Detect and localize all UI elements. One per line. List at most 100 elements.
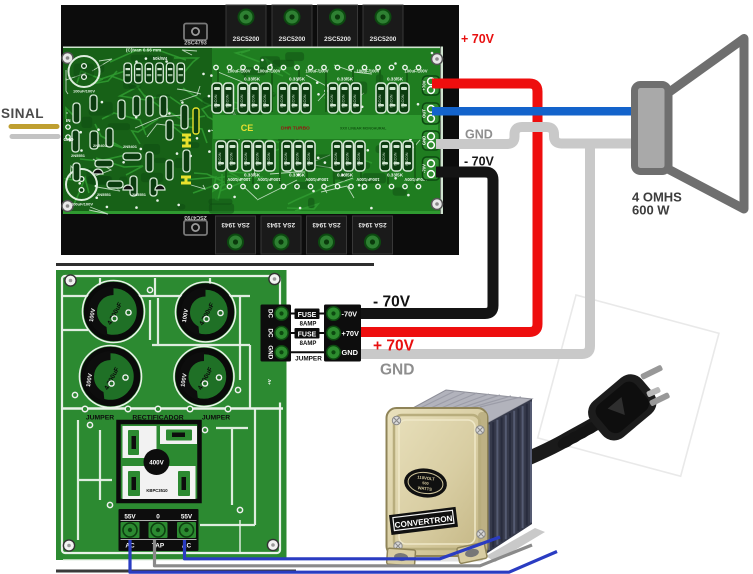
svg-text:FUSE: FUSE: [298, 332, 317, 339]
svg-text:OUT: OUT: [422, 109, 427, 118]
svg-text:100uF/100V: 100uF/100V: [73, 89, 95, 94]
svg-text:N1C0N: N1C0N: [279, 94, 284, 107]
svg-text:+ 70V: + 70V: [373, 338, 415, 355]
svg-text:0.33/5K: 0.33/5K: [289, 77, 306, 82]
svg-text:50k/W4: 50k/W4: [153, 56, 168, 61]
svg-text:100uF/100V: 100uF/100V: [404, 177, 427, 182]
svg-text:TAP: TAP: [152, 543, 165, 550]
svg-text:N1C0N: N1C0N: [377, 94, 382, 107]
svg-text:N1C0N: N1C0N: [291, 94, 296, 107]
svg-text:100uF/100V: 100uF/100V: [227, 69, 250, 74]
svg-text:0.33/5K: 0.33/5K: [387, 173, 404, 178]
svg-text:8AMP: 8AMP: [300, 341, 317, 347]
svg-text:GND: GND: [267, 345, 274, 359]
svg-text:2SC5200: 2SC5200: [233, 36, 260, 43]
svg-text:2SC5200: 2SC5200: [324, 36, 351, 43]
svg-text:N1C0N: N1C0N: [266, 152, 271, 165]
svg-text:DC: DC: [267, 329, 274, 338]
svg-text:N1C0N: N1C0N: [239, 94, 244, 107]
svg-text:100uF/100V: 100uF/100V: [356, 69, 379, 74]
svg-text:2N5551: 2N5551: [71, 153, 86, 158]
svg-text:0.33/5K: 0.33/5K: [337, 77, 354, 82]
svg-text:0.33/5K: 0.33/5K: [244, 173, 261, 178]
svg-text:SINAL: SINAL: [1, 106, 44, 121]
svg-text:+70V: +70V: [422, 80, 427, 90]
svg-text:N1C0N: N1C0N: [389, 94, 394, 107]
svg-text:N1C0N: N1C0N: [262, 94, 267, 107]
svg-text:(C)Ivan 0.66 mm: (C)Ivan 0.66 mm: [126, 48, 161, 53]
svg-text:N1C0N: N1C0N: [352, 94, 357, 107]
svg-text:2SA 1943: 2SA 1943: [358, 221, 387, 228]
svg-text:55V: 55V: [124, 514, 136, 521]
svg-text:JUMPER: JUMPER: [295, 356, 322, 363]
svg-text:+ 70V: + 70V: [461, 32, 495, 46]
svg-text:JUMPER: JUMPER: [86, 415, 114, 422]
svg-text:GND: GND: [380, 362, 414, 379]
svg-text:100V: 100V: [182, 309, 190, 324]
svg-text:N1C0N: N1C0N: [404, 152, 409, 165]
svg-text:+70V: +70V: [342, 329, 360, 338]
svg-text:N1C0N: N1C0N: [213, 94, 218, 107]
svg-text:JUMPER: JUMPER: [202, 415, 230, 422]
svg-text:XXX LINEAR MONOAURAL: XXX LINEAR MONOAURAL: [340, 127, 387, 131]
svg-text:N1C0N: N1C0N: [381, 152, 386, 165]
svg-text:N1C0N: N1C0N: [255, 152, 260, 165]
svg-text:2SC4793: 2SC4793: [184, 41, 206, 47]
svg-text:2SA 1943: 2SA 1943: [312, 221, 341, 228]
svg-text:N1C0N: N1C0N: [356, 152, 361, 165]
svg-text:N1C0N: N1C0N: [341, 94, 346, 107]
svg-text:GND: GND: [342, 348, 359, 357]
svg-text:N1C0N: N1C0N: [306, 152, 311, 165]
svg-text:KBPC3510: KBPC3510: [146, 488, 168, 493]
svg-text:100uF/100V: 100uF/100V: [227, 177, 250, 182]
svg-text:N1C0N: N1C0N: [329, 94, 334, 107]
svg-text:N1C0N: N1C0N: [295, 152, 300, 165]
svg-text:N1C0N: N1C0N: [243, 152, 248, 165]
svg-text:2SA 1943: 2SA 1943: [221, 221, 250, 228]
svg-text:AC: AC: [182, 543, 192, 550]
svg-text:N1C0N: N1C0N: [400, 94, 405, 107]
svg-text:100uF/100V: 100uF/100V: [305, 177, 328, 182]
svg-text:2N5551: 2N5551: [132, 192, 147, 197]
svg-text:-70V: -70V: [342, 309, 358, 318]
svg-text:N1C0N: N1C0N: [345, 152, 350, 165]
svg-text:N1C0N: N1C0N: [225, 94, 230, 107]
svg-text:8AMP: 8AMP: [300, 322, 317, 328]
svg-text:0.33/5K: 0.33/5K: [244, 77, 261, 82]
svg-text:RECTIFICADOR: RECTIFICADOR: [132, 415, 183, 422]
svg-text:- 70V: - 70V: [464, 155, 495, 169]
svg-text:GND: GND: [422, 136, 427, 145]
svg-text:2SC5200: 2SC5200: [279, 36, 306, 43]
svg-text:0.33/5K: 0.33/5K: [337, 173, 354, 178]
svg-text:N1C0N: N1C0N: [393, 152, 398, 165]
svg-text:0: 0: [156, 514, 160, 521]
svg-text:+V: +V: [267, 379, 272, 385]
svg-text:N1C0N: N1C0N: [333, 152, 338, 165]
svg-text:N1C0N: N1C0N: [251, 94, 256, 107]
svg-text:100uF/100V: 100uF/100V: [305, 69, 328, 74]
svg-text:100uF/100V: 100uF/100V: [257, 69, 280, 74]
svg-text:2SA 1943: 2SA 1943: [266, 221, 295, 228]
svg-text:N1C0N: N1C0N: [302, 94, 307, 107]
svg-text:IN: IN: [66, 118, 71, 123]
svg-text:55V: 55V: [181, 514, 193, 521]
svg-text:100uF/100V: 100uF/100V: [356, 177, 379, 182]
svg-text:WATTS: WATTS: [417, 485, 432, 492]
svg-text:2N5551: 2N5551: [97, 192, 112, 197]
svg-text:100uF/100V: 100uF/100V: [71, 202, 93, 207]
svg-text:N1C0N: N1C0N: [229, 152, 234, 165]
svg-text:FUSE: FUSE: [298, 312, 317, 319]
svg-text:N1C0N: N1C0N: [283, 152, 288, 165]
svg-text:0.33/5K: 0.33/5K: [387, 77, 404, 82]
svg-text:CE: CE: [241, 123, 254, 133]
svg-text:N1C0N: N1C0N: [217, 152, 222, 165]
svg-text:4 OMHS: 4 OMHS: [632, 190, 682, 205]
svg-text:DHR TURBO: DHR TURBO: [281, 126, 310, 132]
svg-text:- 70V: - 70V: [373, 294, 411, 311]
svg-text:110VOLT: 110VOLT: [417, 474, 436, 481]
svg-text:100V: 100V: [180, 373, 188, 388]
svg-text:500: 500: [422, 481, 429, 486]
svg-text:100V: 100V: [86, 373, 94, 388]
svg-text:100uF/100V: 100uF/100V: [404, 69, 427, 74]
svg-text:0.33/5K: 0.33/5K: [289, 173, 306, 178]
